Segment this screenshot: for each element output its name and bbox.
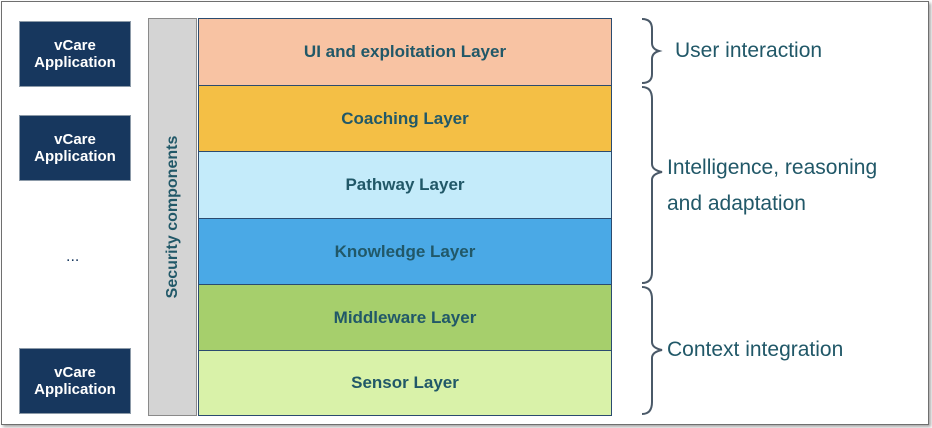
vcare-application-box: vCare Application (19, 115, 131, 181)
layer-label: Pathway Layer (345, 175, 465, 194)
layer-stack: UI and exploitation Layer Coaching Layer… (198, 18, 612, 416)
brace-context (641, 286, 663, 415)
layer-label: Knowledge Layer (334, 241, 476, 261)
group-label-line: User interaction (675, 39, 823, 62)
app-label-line1: vCare (54, 364, 96, 381)
layer-ui-exploitation: UI and exploitation Layer (199, 19, 611, 86)
layer-pathway: Pathway Layer (199, 152, 611, 219)
app-label-line2: Application (34, 381, 116, 398)
app-label-line1: vCare (54, 37, 96, 54)
layer-coaching: Coaching Layer (199, 86, 611, 152)
group-label-context: Context integration (667, 335, 843, 365)
layer-label: Sensor Layer (351, 373, 459, 392)
group-label-intelligence: Intelligence, reasoning and adaptation (667, 153, 877, 219)
app-label-line2: Application (34, 54, 116, 71)
group-label-line: Intelligence, reasoning (667, 156, 878, 179)
layer-label: Coaching Layer (341, 108, 469, 128)
layer-knowledge: Knowledge Layer (199, 219, 611, 285)
security-components-bar: Security components (148, 18, 197, 416)
layer-sensor: Sensor Layer (199, 351, 611, 415)
app-label-line1: vCare (54, 131, 96, 148)
layer-middleware: Middleware Layer (199, 285, 611, 351)
brace-intelligence (641, 86, 663, 284)
group-label-line: and adaptation (667, 192, 806, 215)
group-label-line: Context integration (667, 338, 844, 361)
more-apps-ellipsis: ... (66, 248, 80, 265)
vcare-application-box: vCare Application (19, 348, 131, 414)
group-label-user-interaction: User interaction (675, 36, 822, 66)
layer-label: Middleware Layer (333, 307, 477, 327)
app-label-line2: Application (34, 148, 116, 165)
grouping-braces (641, 18, 663, 415)
layer-label: UI and exploitation Layer (303, 42, 507, 61)
vcare-application-box: vCare Application (19, 21, 131, 87)
brace-user-interaction (641, 18, 663, 84)
